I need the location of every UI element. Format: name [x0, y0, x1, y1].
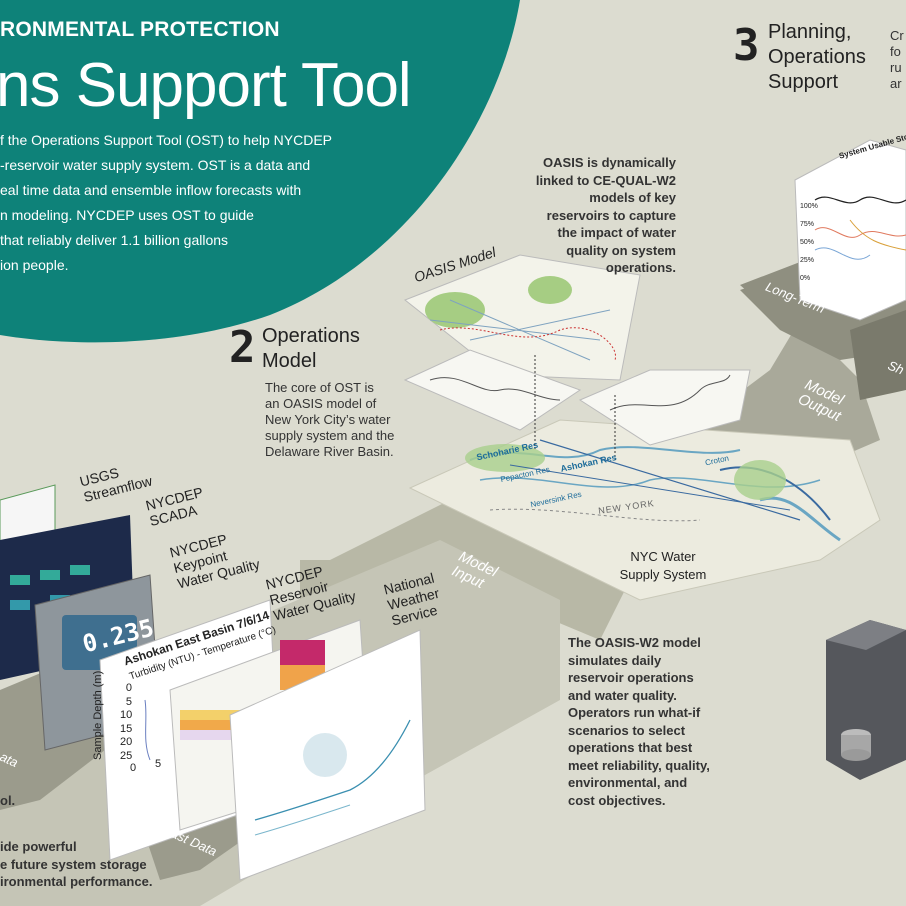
step2-number: 2 — [229, 322, 256, 373]
reservoir-plate-left — [403, 349, 582, 431]
step3-description-cut: Cr fo ru ar — [890, 28, 904, 91]
step2-title: Operations Model — [262, 325, 360, 372]
page-title: ns Support Tool — [0, 51, 412, 120]
header-circle — [0, 0, 520, 343]
intro-paragraph: f the Operations Support Tool (OST) to h… — [0, 132, 333, 273]
reservoir-plate-right — [578, 369, 751, 446]
chart-xtick-1: 5 — [155, 758, 162, 770]
short-term-band — [850, 310, 906, 400]
oasis-linked-callout: OASIS is dynamically linked to CE-QUAL-W… — [535, 155, 676, 275]
step2-description: The core of OST is an OASIS model of New… — [265, 380, 395, 459]
step3-title: Planning, Operations Support — [768, 21, 866, 93]
oasis-w2-callout: The OASIS-W2 model simulates daily reser… — [568, 635, 710, 808]
chart-yticks: 0 5 10 15 20 25 — [120, 682, 133, 762]
chart-ylabel: Sample Depth (m) — [92, 670, 104, 760]
step3-number: 3 — [733, 20, 760, 71]
agency-name: RONMENTAL PROTECTION — [0, 18, 280, 41]
storage-chart-plate — [794, 139, 906, 321]
chart-xtick-0: 0 — [130, 762, 137, 774]
storage-chart-yticks: 100% 75% 50% 25% 0% — [800, 203, 818, 282]
bottom-left-fragment: ol. — [0, 793, 16, 808]
bottom-left-text: ide powerful e future system storage iro… — [0, 839, 153, 889]
nyc-map-caption: NYC Water Supply System — [619, 549, 707, 582]
